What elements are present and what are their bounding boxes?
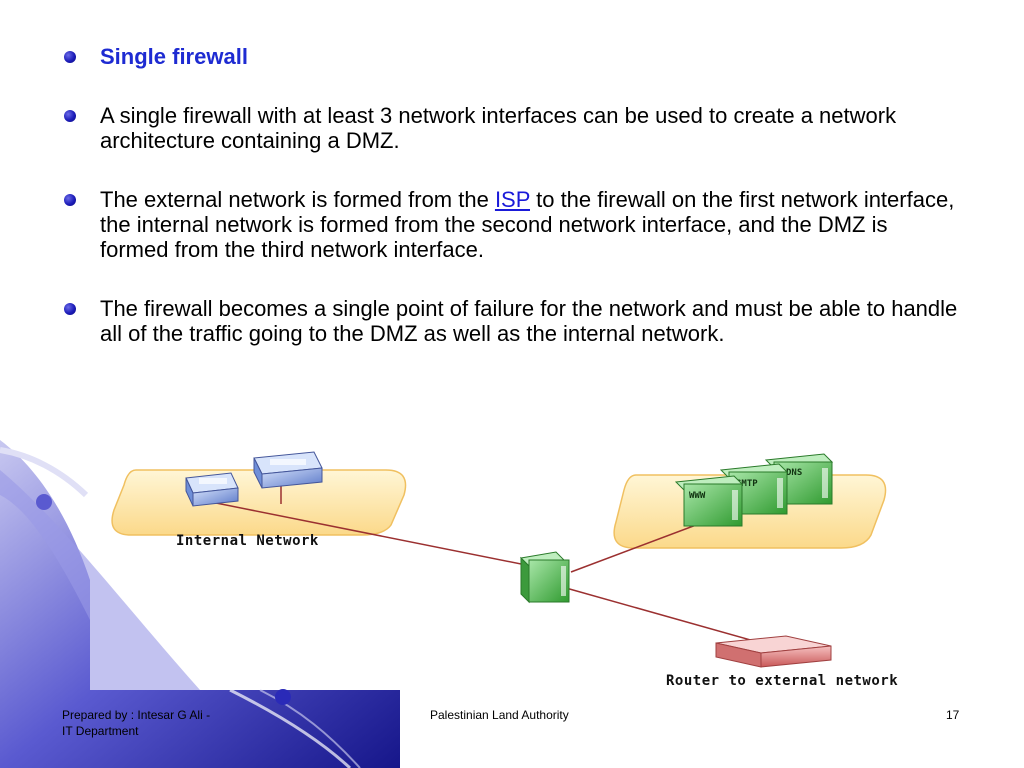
www-server: WWW xyxy=(674,475,744,527)
bullet-text-part: The external network is formed from the xyxy=(100,187,495,212)
www-label: WWW xyxy=(689,491,706,501)
isp-link[interactable]: ISP xyxy=(494,187,530,212)
bullet-text: A single firewall with at least 3 networ… xyxy=(100,103,897,153)
internal-network-label: Internal Network xyxy=(176,533,319,549)
internal-host-1 xyxy=(185,472,239,507)
router-device xyxy=(715,635,832,668)
dmz-network-diagram: DNS SMTP WWW xyxy=(111,451,887,668)
bullet-dot xyxy=(64,51,76,63)
smtp-server: SMTP xyxy=(719,463,789,515)
internal-host-2 xyxy=(253,451,323,489)
bullet-dot xyxy=(64,110,76,122)
router-label: Router to external network xyxy=(666,673,899,689)
bullet-item: A single firewall with at least 3 networ… xyxy=(60,103,960,153)
bullet-text: The firewall becomes a single point of f… xyxy=(100,296,958,346)
bullet-text-part: to the firewall on the first network int… xyxy=(100,187,955,262)
bullet-dot xyxy=(64,194,76,206)
slide-heading: Single firewall xyxy=(100,44,248,69)
footer-organization: Palestinian Land Authority xyxy=(430,708,569,722)
dns-label: DNS xyxy=(786,468,802,478)
decor-dot-footer xyxy=(275,689,291,705)
bullet-heading: Single firewall xyxy=(60,44,960,69)
bullet-list: Single firewall A single firewall with a… xyxy=(60,44,960,380)
bullet-item: The external network is formed from the … xyxy=(60,187,960,262)
page-number: 17 xyxy=(946,708,960,722)
footer-department-line: IT Department xyxy=(62,724,139,738)
bullet-item: The firewall becomes a single point of f… xyxy=(60,296,960,346)
smtp-label: SMTP xyxy=(736,479,758,489)
firewall-server xyxy=(519,551,570,604)
decor-dot-left xyxy=(36,494,52,510)
bullet-dot xyxy=(64,303,76,315)
footer-prepared-by: Prepared by : Intesar G Ali - IT Departm… xyxy=(62,707,210,739)
footer-prepared-line: Prepared by : Intesar G Ali - xyxy=(62,708,211,722)
internal-network-zone xyxy=(111,469,407,536)
